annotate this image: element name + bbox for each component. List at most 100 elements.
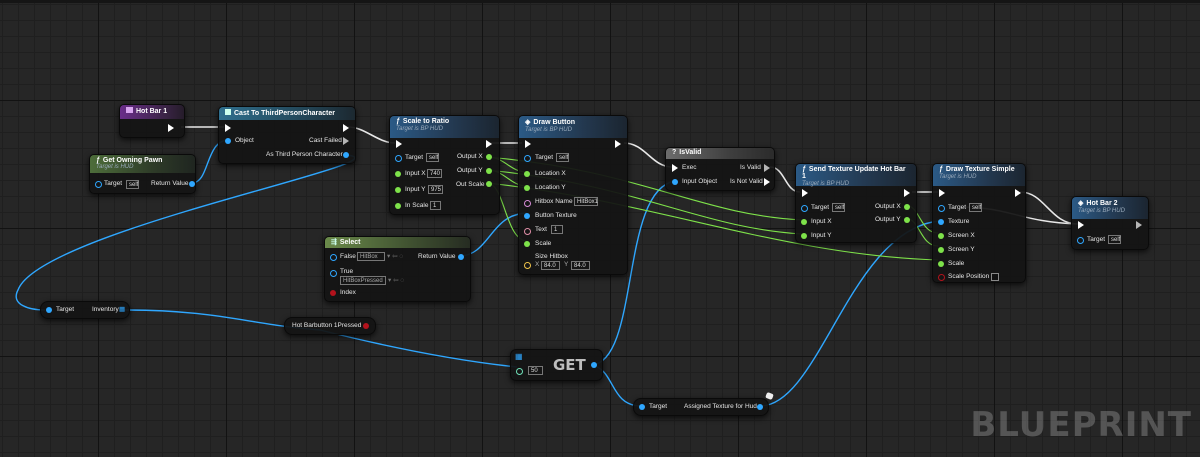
inventory-variable-node[interactable]: Target Inventory ▦ — [40, 301, 130, 319]
size-x-value[interactable]: 84.0 — [541, 261, 560, 270]
is-valid-node[interactable]: ?IsValid Exec Is Valid Input Object Is N… — [665, 147, 775, 191]
target-value[interactable]: self — [1108, 235, 1121, 244]
return-value-pin[interactable] — [458, 254, 464, 260]
output-x-pin[interactable] — [486, 154, 492, 160]
exec-out-pin[interactable] — [615, 140, 621, 148]
output-y-pin[interactable] — [486, 168, 492, 174]
assigned-texture-variable-node[interactable]: Target Assigned Texture for Hud — [633, 391, 774, 416]
node-header: Hot Bar 1 — [120, 105, 184, 119]
true-value-dropdown[interactable]: HitBoxPressed — [340, 276, 386, 285]
target-value[interactable]: self — [426, 153, 439, 162]
input-x-pin[interactable] — [395, 171, 401, 177]
exec-out-pin[interactable] — [168, 124, 174, 132]
chevron-down-icon[interactable]: ▾ ⇦ ◌ — [387, 253, 404, 260]
scale-position-pin[interactable] — [938, 274, 945, 281]
location-y-pin[interactable] — [524, 185, 530, 191]
exec-in-pin[interactable] — [672, 164, 678, 172]
screen-x-pin[interactable] — [938, 233, 944, 239]
true-pin[interactable] — [330, 270, 337, 277]
input-y-pin[interactable] — [801, 233, 807, 239]
in-scale-pin[interactable] — [395, 203, 401, 209]
exec-in-pin[interactable] — [1078, 221, 1084, 229]
exec-out-pin[interactable] — [1015, 189, 1021, 197]
button-texture-pin[interactable] — [524, 213, 530, 219]
hitbox-name-value[interactable]: HitBox1 — [574, 197, 598, 206]
object-pin[interactable] — [225, 138, 231, 144]
index-value[interactable]: 50 — [528, 366, 543, 375]
index-pin[interactable] — [516, 368, 523, 375]
scale-pin[interactable] — [524, 241, 530, 247]
output-x-pin[interactable] — [904, 204, 910, 210]
screen-y-pin[interactable] — [938, 247, 944, 253]
as-character-pin[interactable] — [343, 152, 349, 158]
return-value-pin[interactable] — [189, 181, 195, 187]
false-pin[interactable] — [330, 254, 337, 261]
exec-in-pin[interactable] — [525, 140, 531, 148]
node-header: Cast To ThirdPersonCharacter — [219, 107, 355, 120]
is-not-valid-pin[interactable] — [764, 178, 770, 186]
hot-bar-1-event-node[interactable]: Hot Bar 1 — [119, 104, 185, 138]
text-value[interactable]: 1 — [551, 225, 563, 234]
bool-out-pin[interactable] — [363, 323, 369, 329]
exec-out-pin[interactable] — [904, 189, 910, 197]
target-pin[interactable] — [801, 205, 808, 212]
out-scale-pin[interactable] — [486, 181, 492, 187]
hot-bar-pressed-variable-node[interactable]: Hot Barbutton 1Pressed — [284, 317, 376, 335]
scale-pin[interactable] — [938, 261, 944, 267]
size-y-value[interactable]: 84.0 — [571, 261, 590, 270]
texture-out-pin[interactable] — [757, 404, 763, 410]
exec-out-pin[interactable] — [1136, 221, 1142, 229]
size-hitbox-pin[interactable] — [524, 262, 531, 269]
exec-out-pin[interactable] — [486, 140, 492, 148]
get-out-pin[interactable] — [591, 362, 597, 368]
input-object-pin[interactable] — [672, 179, 678, 185]
texture-pin[interactable] — [938, 219, 944, 225]
array-grid-icon[interactable]: ▦ — [119, 306, 126, 313]
input-x-pin[interactable] — [801, 219, 807, 225]
input-y-value[interactable]: 975 — [428, 185, 443, 194]
input-x-value[interactable]: 740 — [427, 169, 442, 178]
cast-to-node[interactable]: Cast To ThirdPersonCharacter Object Cast… — [218, 106, 356, 164]
in-scale-value[interactable]: 1 — [430, 201, 441, 210]
target-value[interactable]: self — [832, 203, 845, 212]
exec-out-pin[interactable] — [343, 124, 349, 132]
hot-bar-2-node[interactable]: ◈Hot Bar 2 Target is BP HUD Target self — [1071, 196, 1149, 250]
target-value[interactable]: self — [969, 203, 982, 212]
location-x-pin[interactable] — [524, 171, 530, 177]
exec-in-pin[interactable] — [802, 189, 808, 197]
hitbox-name-pin[interactable] — [524, 200, 531, 207]
is-valid-pin[interactable] — [764, 164, 770, 172]
exec-in-pin[interactable] — [225, 124, 231, 132]
index-pin[interactable] — [330, 290, 336, 296]
target-pin[interactable] — [46, 307, 52, 313]
exec-in-pin[interactable] — [939, 189, 945, 197]
target-pin[interactable] — [95, 181, 102, 188]
target-pin[interactable] — [1077, 237, 1084, 244]
draw-button-node[interactable]: ◈Draw Button Target is BP HUD Target sel… — [518, 115, 628, 275]
pin-label: Input Object — [682, 178, 718, 185]
node-subtitle: Target is BP HUD — [525, 127, 572, 133]
target-pin[interactable] — [524, 155, 531, 162]
array-get-node[interactable]: ▦ GET 50 — [510, 349, 603, 381]
cast-failed-pin[interactable] — [343, 137, 349, 145]
target-pin[interactable] — [938, 205, 945, 212]
chevron-down-icon[interactable]: ▾ ⇦ ◌ — [388, 277, 405, 284]
target-value[interactable]: self — [126, 180, 139, 189]
target-value[interactable]: self — [556, 153, 569, 162]
target-pin[interactable] — [639, 404, 645, 410]
false-value-dropdown[interactable]: HitBox — [357, 252, 385, 261]
scale-position-checkbox[interactable] — [991, 273, 999, 281]
input-y-pin[interactable] — [395, 187, 401, 193]
node-title: Hot Bar 1 — [136, 108, 168, 115]
output-y-pin[interactable] — [904, 217, 910, 223]
select-node[interactable]: ⇶Select False HitBox ▾ ⇦ ◌ Return Value … — [324, 236, 471, 302]
target-pin[interactable] — [395, 155, 402, 162]
text-pin[interactable] — [524, 228, 531, 235]
exec-in-pin[interactable] — [396, 140, 402, 148]
